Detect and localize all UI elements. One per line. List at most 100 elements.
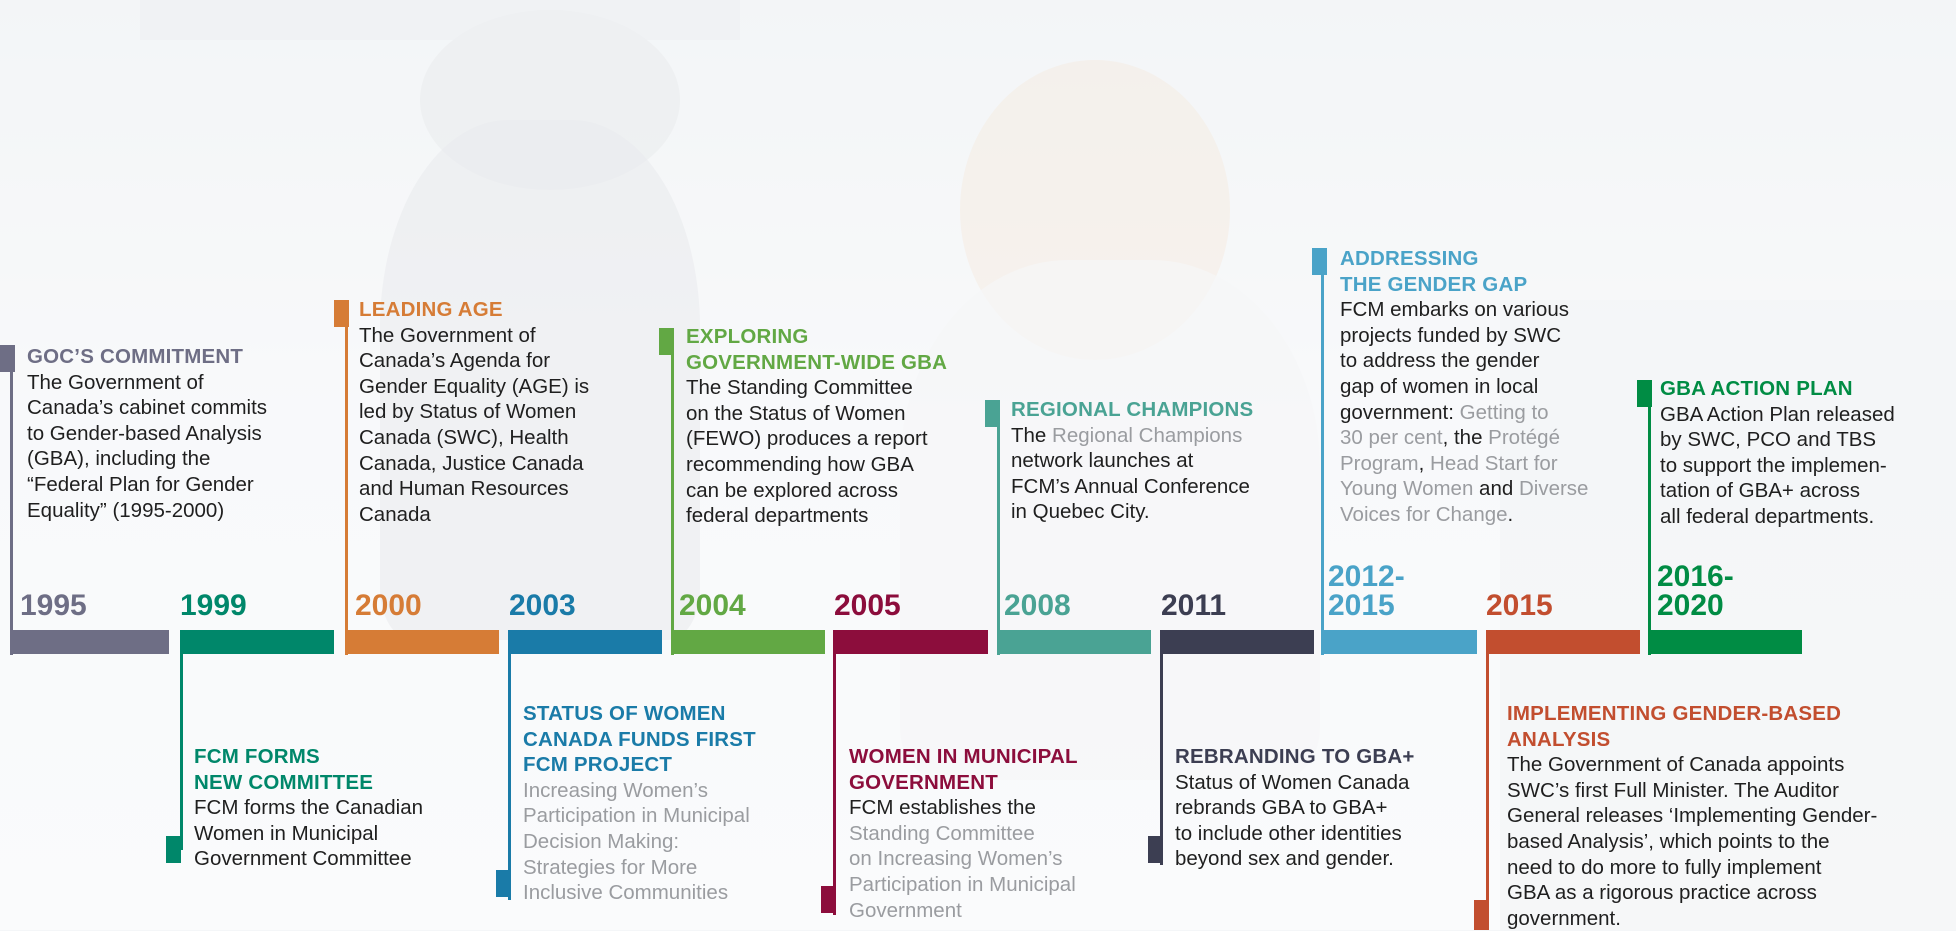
event-body-text: . bbox=[1507, 502, 1514, 526]
event-body-line: projects funded by SWC bbox=[1340, 323, 1562, 347]
event-goc-commitment: GOC’S COMMITMENT The Government of Canad… bbox=[27, 344, 267, 523]
event-body-text: The bbox=[1011, 423, 1053, 447]
event-body-link: Regional Champions bbox=[1052, 423, 1243, 447]
bar-1999 bbox=[180, 630, 334, 654]
event-title: IMPLEMENTING GENDER-BASED bbox=[1507, 702, 1842, 725]
event-body-line: can be explored across bbox=[686, 478, 898, 502]
event-body-line: Decision Making: bbox=[523, 829, 680, 853]
bar-2003 bbox=[508, 630, 662, 654]
event-title: REBRANDING TO GBA+ bbox=[1175, 745, 1415, 768]
event-body-line: Standing Committee bbox=[849, 821, 1035, 845]
event-body-line: by SWC, PCO and TBS bbox=[1660, 428, 1877, 452]
event-body-line: gap of women in local bbox=[1340, 374, 1539, 398]
event-body-line: FCM’s Annual Conference bbox=[1011, 474, 1250, 498]
event-title: EXPLORING bbox=[686, 325, 809, 348]
event-body-line: GBA as a rigorous practice across bbox=[1507, 881, 1817, 905]
event-women-in-municipal-government: WOMEN IN MUNICIPAL GOVERNMENT FCM establ… bbox=[849, 744, 1078, 923]
event-body-line: recommending how GBA bbox=[686, 452, 914, 476]
event-body-line: government: Getting to bbox=[1340, 400, 1588, 426]
event-body-link: Program bbox=[1340, 451, 1419, 475]
event-body-line: on Increasing Women’s bbox=[849, 847, 1063, 871]
marker-2011 bbox=[1148, 836, 1163, 863]
year-2003: 2003 bbox=[509, 589, 576, 622]
event-title: REGIONAL CHAMPIONS bbox=[1011, 398, 1254, 421]
year-2016-2020: 2016- 2020 bbox=[1657, 560, 1734, 622]
year-2012-2015: 2012- 2015 bbox=[1328, 560, 1405, 622]
event-regional-champions: REGIONAL CHAMPIONS The Regional Champion… bbox=[1011, 397, 1253, 525]
event-body-line: Women in Municipal bbox=[194, 821, 379, 845]
year-1995: 1995 bbox=[20, 589, 87, 622]
bar-2005 bbox=[833, 630, 988, 654]
event-body-text: and bbox=[1473, 477, 1519, 501]
event-title: LEADING AGE bbox=[359, 298, 503, 321]
event-body-link: Head Start for bbox=[1430, 451, 1558, 475]
connector-2005 bbox=[833, 630, 836, 915]
event-body-line: Participation in Municipal bbox=[523, 804, 750, 828]
event-title: NEW COMMITTEE bbox=[194, 770, 374, 794]
event-body-link: Voices for Change bbox=[1340, 502, 1508, 526]
year-2004: 2004 bbox=[679, 589, 746, 622]
event-body-line: Gender Equality (AGE) is bbox=[359, 374, 590, 398]
event-body-line: tation of GBA+ across bbox=[1660, 479, 1860, 503]
event-body-line: based Analysis’, which points to the bbox=[1507, 829, 1830, 853]
event-body-line: GBA Action Plan released bbox=[1660, 402, 1895, 426]
event-body-line: Government bbox=[849, 898, 962, 922]
event-body-line: led by Status of Women bbox=[359, 400, 577, 424]
event-title: GOVERNMENT-WIDE GBA bbox=[686, 350, 948, 374]
year-2011: 2011 bbox=[1161, 589, 1227, 622]
connector-2015 bbox=[1486, 630, 1489, 930]
event-body-line: “Federal Plan for Gender bbox=[27, 472, 254, 496]
event-body-line: to Gender-based Analysis bbox=[27, 421, 262, 445]
marker-2003 bbox=[496, 870, 511, 897]
event-addressing-gender-gap: ADDRESSING THE GENDER GAP FCM embarks on… bbox=[1340, 246, 1588, 528]
event-body-line: need to do more to fully implement bbox=[1507, 855, 1822, 879]
event-title: ANALYSIS bbox=[1507, 727, 1611, 751]
event-title: GOC’S COMMITMENT bbox=[27, 345, 244, 368]
event-title: CANADA FUNDS FIRST bbox=[523, 727, 756, 751]
bar-1995 bbox=[13, 630, 169, 654]
event-body-line: Program, Head Start for bbox=[1340, 451, 1588, 477]
event-body-line: Increasing Women’s bbox=[523, 778, 708, 802]
event-body-line: and Human Resources bbox=[359, 477, 569, 501]
connector-2016 bbox=[1648, 380, 1651, 655]
event-implementing-gba: IMPLEMENTING GENDER-BASED ANALYSIS The G… bbox=[1507, 701, 1877, 931]
event-body-line: FCM embarks on various bbox=[1340, 298, 1569, 322]
event-body-line: The Regional Champions bbox=[1011, 423, 1253, 449]
connector-2011 bbox=[1160, 630, 1163, 865]
bar-2000 bbox=[345, 630, 499, 654]
event-body-line: rebrands GBA to GBA+ bbox=[1175, 796, 1388, 820]
event-title: FCM FORMS bbox=[194, 745, 320, 768]
marker-1995 bbox=[0, 345, 15, 372]
event-body-line: FCM forms the Canadian bbox=[194, 796, 424, 820]
event-body-text: government: bbox=[1340, 400, 1460, 424]
bar-2012-2015 bbox=[1321, 630, 1477, 654]
event-body-link: 30 per cent bbox=[1340, 426, 1443, 450]
event-body-line: to support the implemen- bbox=[1660, 453, 1887, 477]
event-body-text: , bbox=[1418, 451, 1431, 475]
event-fcm-forms-committee: FCM FORMS NEW COMMITTEE FCM forms the Ca… bbox=[194, 744, 423, 872]
event-exploring-gba: EXPLORING GOVERNMENT-WIDE GBA The Standi… bbox=[686, 324, 947, 529]
event-body-line: on the Status of Women bbox=[686, 401, 906, 425]
connector-2004 bbox=[671, 328, 674, 655]
event-body-line: Young Women and Diverse bbox=[1340, 476, 1588, 502]
event-body-link: Getting to bbox=[1459, 400, 1549, 424]
event-swc-funds-project: STATUS OF WOMEN CANADA FUNDS FIRST FCM P… bbox=[523, 701, 756, 906]
marker-2005 bbox=[821, 886, 836, 913]
connector-2000 bbox=[345, 300, 348, 655]
event-body-line: The Government of Canada appoints bbox=[1507, 753, 1845, 777]
event-title: ADDRESSING bbox=[1340, 247, 1479, 270]
event-title: GBA ACTION PLAN bbox=[1660, 377, 1853, 400]
event-body-link: Young Women bbox=[1340, 477, 1474, 501]
event-body-line: network launches at bbox=[1011, 449, 1194, 473]
event-body-line: government. bbox=[1507, 906, 1621, 930]
event-body-line: Strategies for More bbox=[523, 855, 698, 879]
event-title: THE GENDER GAP bbox=[1340, 272, 1528, 296]
year-2005: 2005 bbox=[834, 589, 901, 622]
event-body-line: Status of Women Canada bbox=[1175, 770, 1410, 794]
marker-2004 bbox=[659, 328, 674, 355]
bar-2016-2020 bbox=[1648, 630, 1802, 654]
marker-2000 bbox=[334, 300, 349, 327]
event-leading-age: LEADING AGE The Government of Canada’s A… bbox=[359, 297, 589, 527]
marker-2012 bbox=[1312, 248, 1327, 275]
